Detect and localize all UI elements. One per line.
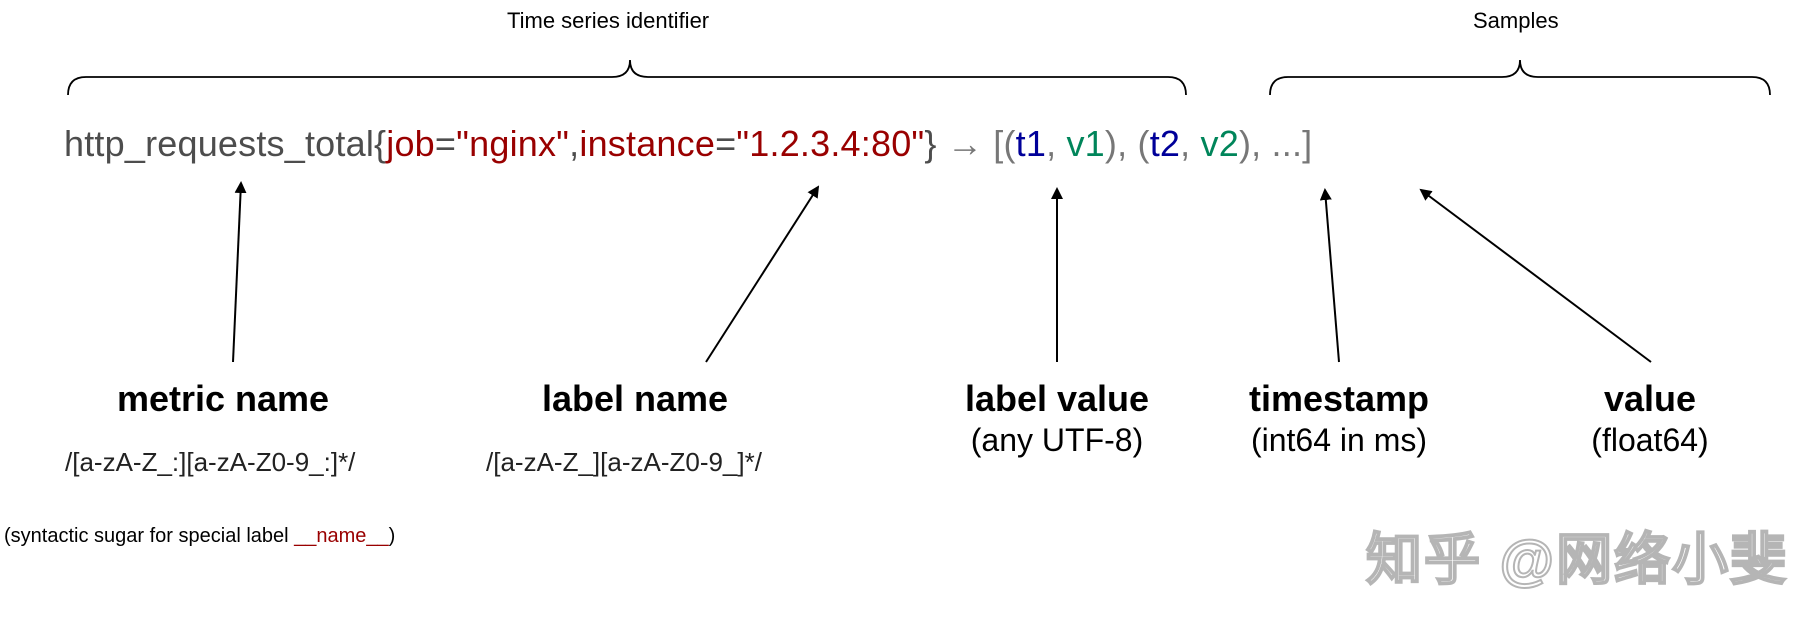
identifier-brace — [67, 59, 1187, 96]
tail-token: ), ...] — [1238, 123, 1313, 164]
t2-token: t2 — [1149, 123, 1181, 164]
value-arrow — [1419, 188, 1652, 363]
label-name-title: label name — [541, 378, 729, 419]
label2-value-token: "1.2.3.4:80" — [736, 123, 925, 164]
label-value-title: label value — [964, 378, 1150, 419]
samples-header: Samples — [1473, 8, 1559, 33]
timestamp-title: timestamp — [1248, 378, 1430, 419]
value-sub: (float64) — [1591, 422, 1709, 458]
t1-token: t1 — [1015, 123, 1047, 164]
v2-token: v2 — [1200, 123, 1239, 164]
value-title: value — [1603, 378, 1697, 419]
note-suffix: ) — [388, 525, 396, 547]
syntactic-sugar-note: (syntactic sugar for special label __nam… — [4, 525, 395, 548]
metric-name-title: metric name — [116, 378, 330, 419]
label-name-arrow — [705, 185, 820, 363]
metric-name-arrow — [232, 181, 247, 363]
pair-sep-token: ), ( — [1104, 123, 1150, 164]
comma1-token: , — [569, 123, 580, 164]
time-series-expression: http_requests_total{job="nginx",instance… — [64, 123, 1312, 165]
sep2-token: , — [1180, 123, 1201, 164]
note-name-label: __name__ — [294, 525, 389, 547]
arrow-token: → — [936, 123, 994, 164]
open-brace-token: { — [374, 123, 387, 164]
timestamp-arrow — [1319, 188, 1340, 363]
samples-open-token: [( — [993, 123, 1016, 164]
timestamp-sub: (int64 in ms) — [1250, 422, 1428, 458]
watermark: 知乎 @网络小斐 — [1365, 527, 1789, 592]
close-brace-token: } — [924, 123, 937, 164]
label1-value-token: "nginx" — [456, 123, 570, 164]
label-name-regex: /[a-zA-Z_][a-zA-Z0-9_]*/ — [486, 447, 762, 477]
v1-token: v1 — [1066, 123, 1105, 164]
metric-token: http_requests_total — [64, 123, 375, 164]
label2-name-token: instance — [579, 123, 716, 164]
note-prefix: (syntactic sugar for special label — [4, 525, 295, 547]
identifier-header: Time series identifier — [507, 8, 710, 33]
label-value-sub: (any UTF-8) — [970, 422, 1144, 458]
metric-name-regex: /[a-zA-Z_:][a-zA-Z0-9_:]*/ — [65, 447, 356, 477]
sep1-token: , — [1046, 123, 1067, 164]
eq1-token: = — [434, 123, 457, 164]
samples-brace — [1269, 59, 1771, 96]
label1-name-token: job — [386, 123, 435, 164]
eq2-token: = — [715, 123, 737, 164]
